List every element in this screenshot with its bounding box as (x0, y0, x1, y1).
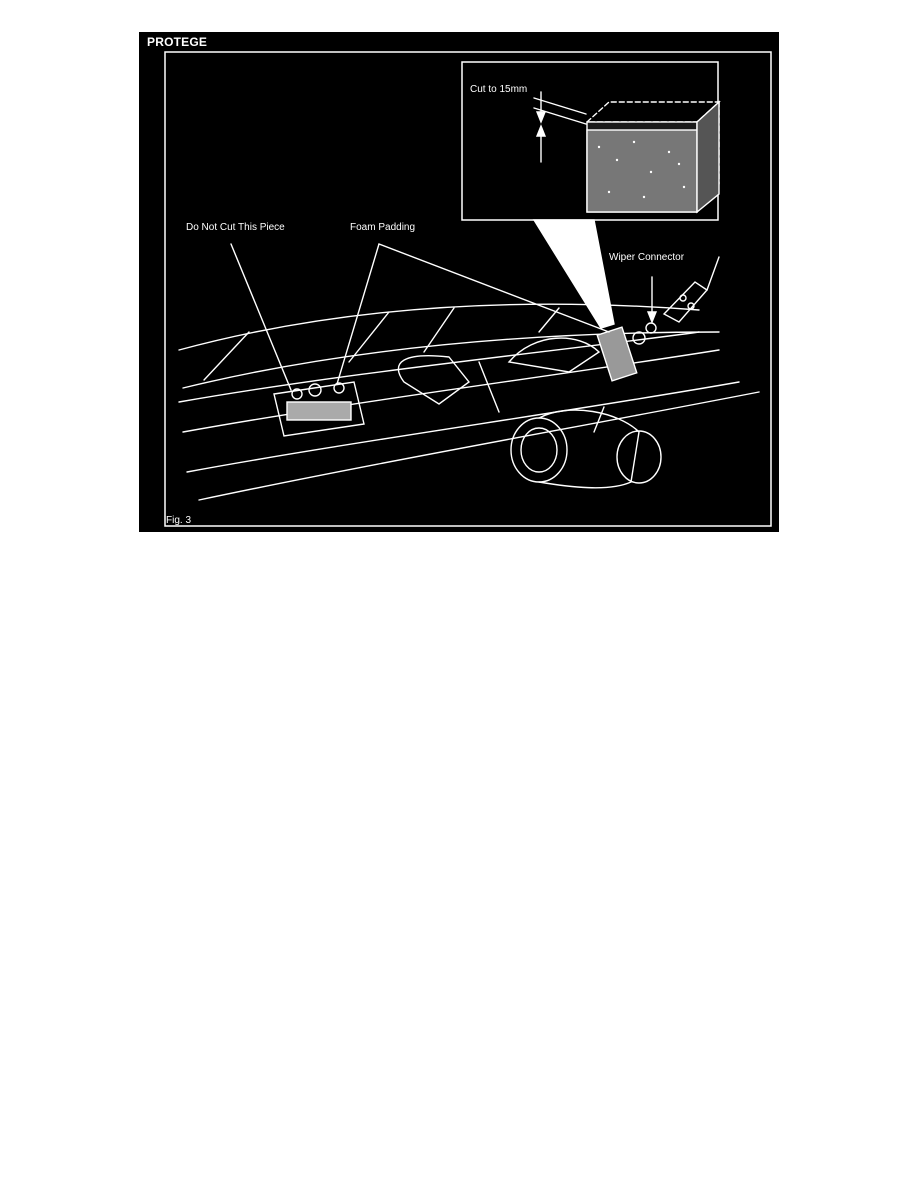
leader-do-not-cut (230, 243, 292, 391)
foam-padding-callout: Foam Padding (350, 222, 416, 233)
cowl-panel-icon (178, 331, 760, 501)
figure-panel: PROTEGE Cut to 15mm Do Not Cut This Piec… (139, 32, 779, 532)
leader-foam-left (336, 243, 380, 385)
engine-bay-illustration (164, 51, 772, 527)
foam-block-icon (585, 100, 721, 214)
leader-foam-right (378, 243, 610, 333)
dimension-arrow-icon (533, 91, 587, 163)
figure-label: Fig. 3 (166, 515, 192, 526)
figure-title: PROTEGE (147, 35, 208, 49)
do-not-cut-callout: Do Not Cut This Piece (186, 222, 285, 233)
figure-frame (164, 51, 772, 527)
left-foam-bracket-icon (273, 381, 365, 437)
wiper-motor-icon (510, 406, 662, 489)
inset-beam (532, 219, 615, 329)
right-foam-piece-icon (596, 322, 657, 382)
wiper-connector-callout: Wiper Connector (609, 252, 685, 263)
windshield-icon (178, 303, 720, 389)
wiper-connector-icon (646, 256, 720, 324)
cut-to-callout: Cut to 15mm (470, 84, 528, 95)
